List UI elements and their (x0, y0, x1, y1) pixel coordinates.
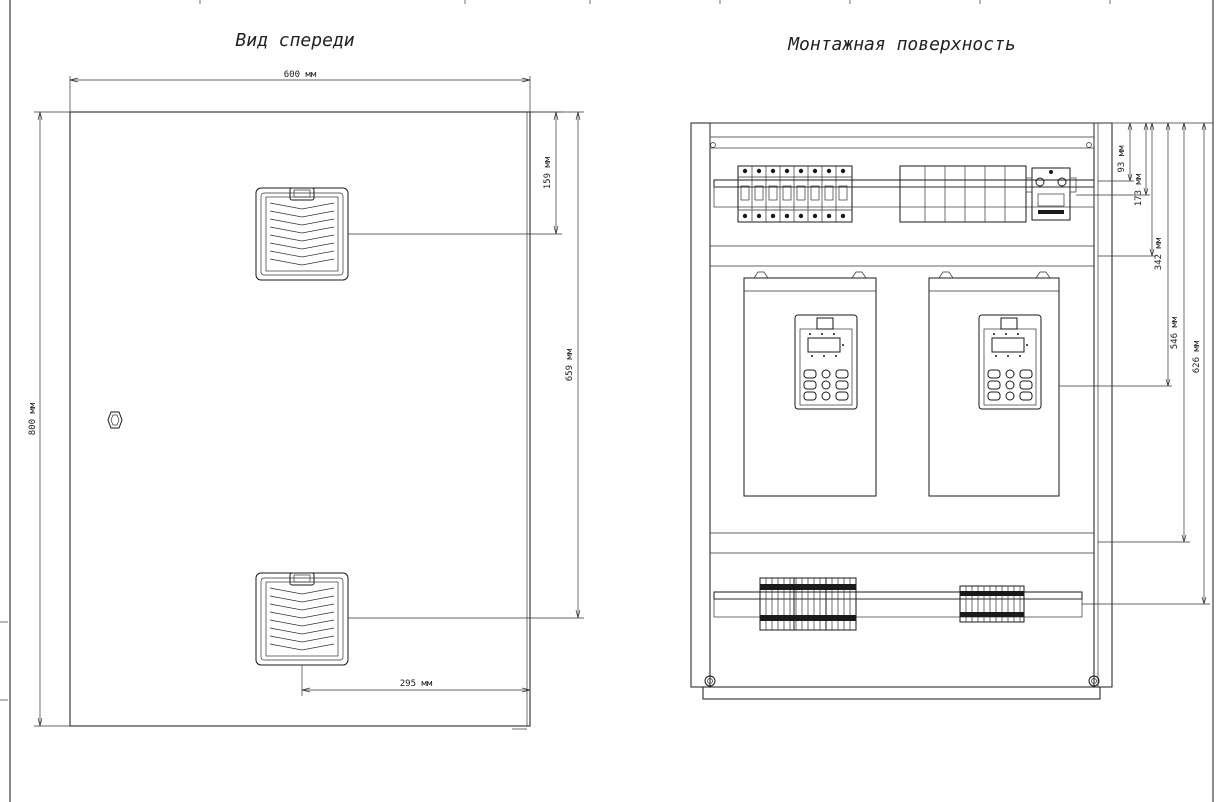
mounting-bolt-left-icon (704, 675, 716, 687)
dimension-width-label: 600 мм (284, 70, 317, 80)
dimension-vent-top-label: 159 мм (543, 156, 553, 189)
dimension-vent-spacing-label: 659 мм (565, 348, 575, 381)
mounting-bolt-top-left-icon (710, 142, 716, 148)
frequency-inverter-1-icon (743, 271, 877, 497)
dimension-vent-offset-label: 295 мм (400, 679, 433, 689)
mounting-bolt-top-right-icon (1086, 142, 1092, 148)
vent-grille-top-icon (255, 187, 349, 281)
dimension-vent-offset (301, 665, 531, 696)
vent-grille-bottom-icon (255, 572, 349, 666)
terminal-blocks-group-1-icon (759, 577, 857, 631)
mounting-bolt-right-icon (1088, 675, 1100, 687)
mounting-view: 93 мм 173 мм 342 мм 546 мм 626 мм (690, 122, 1213, 700)
mounting-dim-342-label: 342 мм (1154, 237, 1164, 270)
mounting-dim-93-label: 93 мм (1117, 145, 1127, 173)
din-rail-top (713, 179, 1095, 208)
dimension-vent-spacing (348, 111, 584, 619)
front-view-title: Вид спереди (235, 30, 354, 51)
terminal-blocks-group-2-icon (959, 585, 1025, 623)
relay-module-icon (1025, 167, 1077, 221)
mounting-dim-626-label: 626 мм (1192, 340, 1202, 373)
dimension-width (69, 76, 531, 112)
blank-module-icon (899, 165, 1027, 223)
mounting-view-title: Монтажная поверхность (787, 34, 1016, 55)
frequency-inverter-2-icon (928, 271, 1060, 497)
mounting-dim-546-label: 546 мм (1170, 316, 1180, 349)
din-rail-bottom (713, 591, 1083, 618)
dimension-height-label: 800 мм (28, 402, 38, 435)
mounting-dim-173-label: 173 мм (1134, 173, 1144, 206)
dimension-height (34, 111, 70, 727)
mounting-dimension-lines (1059, 122, 1213, 605)
circuit-breakers-icon (737, 165, 853, 223)
front-view: 600 мм 800 мм 159 мм 659 мм (28, 70, 584, 730)
door-lock-icon (107, 411, 123, 429)
